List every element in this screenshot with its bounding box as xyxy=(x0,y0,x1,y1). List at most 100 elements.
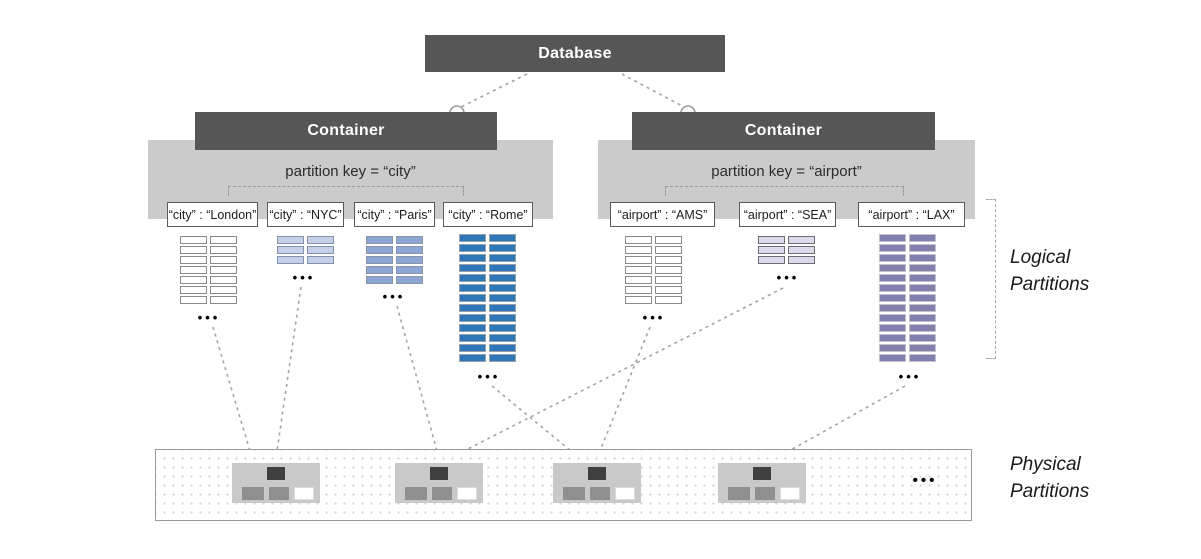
stack-rome xyxy=(459,234,516,362)
document-cell xyxy=(909,244,936,252)
document-cell xyxy=(489,284,516,292)
document-cell xyxy=(909,274,936,282)
city-spread-bracket xyxy=(228,186,464,196)
document-cell xyxy=(396,236,423,244)
document-cell xyxy=(277,246,304,254)
document-cell xyxy=(180,266,207,274)
document-cell xyxy=(879,284,906,292)
database-label: Database xyxy=(538,44,612,62)
document-cell xyxy=(909,344,936,352)
server-child-node xyxy=(728,487,750,500)
document-cell xyxy=(655,286,682,294)
document-cell xyxy=(307,236,334,244)
partition-key-city-text: partition key = “city” xyxy=(285,163,416,180)
document-cell xyxy=(909,254,936,262)
server-child-node xyxy=(269,487,289,500)
document-cell xyxy=(655,276,682,284)
document-cell xyxy=(909,304,936,312)
document-cell xyxy=(879,234,906,242)
document-cell xyxy=(758,236,785,244)
document-cell xyxy=(655,266,682,274)
document-cell xyxy=(625,256,652,264)
document-cell xyxy=(489,324,516,332)
lax-to-physical-line xyxy=(788,385,906,452)
document-cell xyxy=(879,314,906,322)
label-city-paris: “city” : “Paris” xyxy=(354,202,435,227)
document-cell xyxy=(489,344,516,352)
physical-partition-machine xyxy=(553,463,641,503)
label-city-london: “city” : “London” xyxy=(167,202,258,227)
document-cell xyxy=(909,294,936,302)
server-child-node xyxy=(242,487,264,500)
server-child-node xyxy=(432,487,452,500)
server-child-node xyxy=(755,487,775,500)
strip-ellipsis: ••• xyxy=(912,472,938,489)
server-root-node xyxy=(267,467,285,480)
document-cell xyxy=(210,246,237,254)
document-cell xyxy=(489,274,516,282)
document-cell xyxy=(489,234,516,242)
server-root-node xyxy=(588,467,606,480)
server-child-node xyxy=(294,487,314,500)
label-airport-sea: “airport” : “SEA” xyxy=(739,202,836,227)
document-cell xyxy=(879,354,906,362)
server-root-node xyxy=(753,467,771,480)
document-cell xyxy=(655,246,682,254)
ams-to-physical-line xyxy=(599,326,651,452)
document-cell xyxy=(459,344,486,352)
nyc-to-physical-line xyxy=(276,286,302,452)
stack-lax xyxy=(879,234,936,362)
document-cell xyxy=(459,284,486,292)
document-cell xyxy=(459,334,486,342)
document-cell xyxy=(210,286,237,294)
stack-paris xyxy=(366,236,423,284)
document-cell xyxy=(459,314,486,322)
lax-ellipsis: ••• xyxy=(898,369,922,384)
document-cell xyxy=(879,334,906,342)
document-cell xyxy=(879,274,906,282)
stack-ams xyxy=(625,236,682,304)
document-cell xyxy=(180,246,207,254)
document-cell xyxy=(180,236,207,244)
label-city-nyc: “city” : “NYC” xyxy=(267,202,344,227)
db-to-container-right-line xyxy=(621,73,687,109)
rome-to-physical-line xyxy=(491,385,572,452)
document-cell xyxy=(180,276,207,284)
document-cell xyxy=(879,244,906,252)
label-city-rome: “city” : “Rome” xyxy=(443,202,533,227)
document-cell xyxy=(879,264,906,272)
document-cell xyxy=(489,294,516,302)
document-cell xyxy=(625,266,652,274)
document-cell xyxy=(366,266,393,274)
document-cell xyxy=(788,256,815,264)
stack-sea xyxy=(758,236,815,264)
stack-london xyxy=(180,236,237,304)
label-airport-ams: “airport” : “AMS” xyxy=(610,202,715,227)
document-cell xyxy=(788,236,815,244)
document-cell xyxy=(625,296,652,304)
db-to-container-left-line xyxy=(458,73,528,109)
document-cell xyxy=(909,314,936,322)
document-cell xyxy=(489,314,516,322)
document-cell xyxy=(489,264,516,272)
document-cell xyxy=(909,284,936,292)
document-cell xyxy=(277,236,304,244)
container-city-label: Container xyxy=(307,122,385,139)
london-ellipsis: ••• xyxy=(197,310,221,325)
document-cell xyxy=(909,234,936,242)
server-child-node xyxy=(590,487,610,500)
document-cell xyxy=(489,354,516,362)
document-cell xyxy=(489,254,516,262)
document-cell xyxy=(396,276,423,284)
document-cell xyxy=(459,254,486,262)
server-root-node xyxy=(430,467,448,480)
document-cell xyxy=(459,294,486,302)
document-cell xyxy=(489,244,516,252)
document-cell xyxy=(210,256,237,264)
server-child-node xyxy=(780,487,800,500)
document-cell xyxy=(788,246,815,254)
stack-nyc xyxy=(277,236,334,264)
document-cell xyxy=(459,264,486,272)
document-cell xyxy=(396,246,423,254)
document-cell xyxy=(909,324,936,332)
